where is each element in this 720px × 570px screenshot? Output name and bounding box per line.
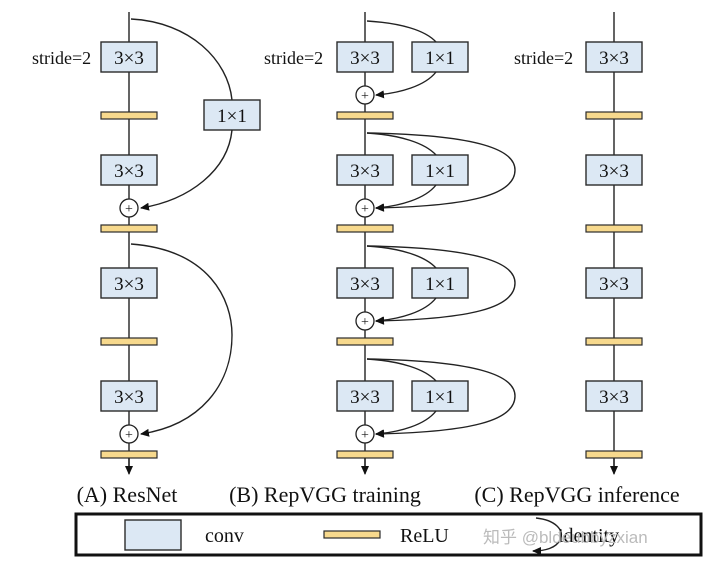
shortcut-curve-arrow <box>140 129 233 211</box>
legend: conv ReLU identity 知乎 @bldeubbyzxian <box>74 512 703 557</box>
conv-label: 3×3 <box>114 274 144 295</box>
plus-symbol: + <box>361 315 369 330</box>
branch-curve-arrow <box>375 410 437 438</box>
add-node <box>355 85 375 105</box>
caption-repvgg-training: (B) RepVGG training <box>229 482 421 507</box>
conv-label: 3×3 <box>599 161 629 182</box>
branch-curve <box>366 20 437 43</box>
branch-label: 1×1 <box>217 106 247 127</box>
conv-label: 3×3 <box>599 387 629 408</box>
relu-bar <box>336 111 394 120</box>
relu-bar <box>585 224 643 233</box>
relu-bar <box>585 450 643 459</box>
stride-label: stride=2 <box>32 48 91 68</box>
conv-3x3-block <box>336 380 394 412</box>
branch-label: 1×1 <box>425 48 455 69</box>
relu-bar <box>336 450 394 459</box>
relu-bar <box>336 224 394 233</box>
legend-identity-arrow-icon <box>532 517 562 555</box>
conv-1x1-block <box>411 41 469 73</box>
plus-symbol: + <box>361 428 369 443</box>
add-node <box>119 424 139 444</box>
conv-label: 3×3 <box>599 274 629 295</box>
add-node <box>355 424 375 444</box>
conv-3x3-block <box>585 154 643 186</box>
conv-3x3-block <box>100 380 158 412</box>
plus-symbol: + <box>361 89 369 104</box>
watermark: 知乎 @bldeubbyzxian <box>483 528 648 547</box>
relu-bar <box>585 111 643 120</box>
plus-symbol: + <box>125 202 133 217</box>
legend-conv-swatch <box>124 519 182 551</box>
relu-bar <box>100 224 158 233</box>
column-repvgg-training: stride=2 3×3 1×1 + 3×3 1×1 + 3×3 1×1 + <box>229 12 516 507</box>
stride-label: stride=2 <box>514 48 573 68</box>
conv-3x3-block <box>336 41 394 73</box>
relu-bar <box>100 450 158 459</box>
conv-3x3-block <box>585 267 643 299</box>
branch-label: 1×1 <box>425 387 455 408</box>
branch-label: 1×1 <box>425 274 455 295</box>
branch-curve-arrow <box>375 297 437 325</box>
conv-1x1-block <box>411 267 469 299</box>
relu-bar <box>100 337 158 346</box>
conv-3x3-block <box>100 41 158 73</box>
relu-bar <box>100 111 158 120</box>
conv-3x3-block <box>585 41 643 73</box>
legend-conv-label: conv <box>205 525 244 547</box>
add-node <box>355 198 375 218</box>
conv-3x3-block <box>336 267 394 299</box>
conv-label: 3×3 <box>114 387 144 408</box>
conv-1x1-block <box>411 380 469 412</box>
conv-3x3-block <box>100 154 158 186</box>
column-resnet: stride=2 3×3 3×3 1×1 + 3×3 3×3 + (A) Res… <box>32 12 261 507</box>
stride-label: stride=2 <box>264 48 323 68</box>
caption-resnet: (A) ResNet <box>77 482 178 507</box>
conv-label: 3×3 <box>350 274 380 295</box>
plus-symbol: + <box>361 202 369 217</box>
caption-repvgg-inference: (C) RepVGG inference <box>474 482 679 507</box>
identity-curve-arrow <box>366 358 516 438</box>
branch-label: 1×1 <box>425 161 455 182</box>
conv-label: 3×3 <box>350 161 380 182</box>
conv-label: 3×3 <box>350 48 380 69</box>
add-node <box>355 311 375 331</box>
conv-label: 3×3 <box>350 387 380 408</box>
conv-3x3-block <box>336 154 394 186</box>
conv-3x3-block <box>100 267 158 299</box>
legend-identity-label: identity <box>558 525 619 547</box>
branch-curve-arrow <box>375 184 437 212</box>
conv-label: 3×3 <box>114 161 144 182</box>
column-repvgg-inference: stride=2 3×3 3×3 3×3 3×3 (C) RepVGG infe… <box>474 12 680 507</box>
identity-curve-arrow <box>366 245 516 325</box>
add-node <box>119 198 139 218</box>
identity-curve-arrow <box>366 132 516 212</box>
conv-1x1-block <box>411 154 469 186</box>
legend-relu-label: ReLU <box>400 525 449 547</box>
legend-relu-swatch <box>323 530 381 539</box>
conv-label: 3×3 <box>114 48 144 69</box>
identity-shortcut-arrow <box>130 243 233 437</box>
plus-symbol: + <box>125 428 133 443</box>
branch-curve-arrow <box>375 71 437 99</box>
conv-1x1-block <box>203 99 261 131</box>
conv-3x3-block <box>585 380 643 412</box>
relu-bar <box>336 337 394 346</box>
shortcut-curve <box>130 18 233 101</box>
conv-label: 3×3 <box>599 48 629 69</box>
relu-bar <box>585 337 643 346</box>
